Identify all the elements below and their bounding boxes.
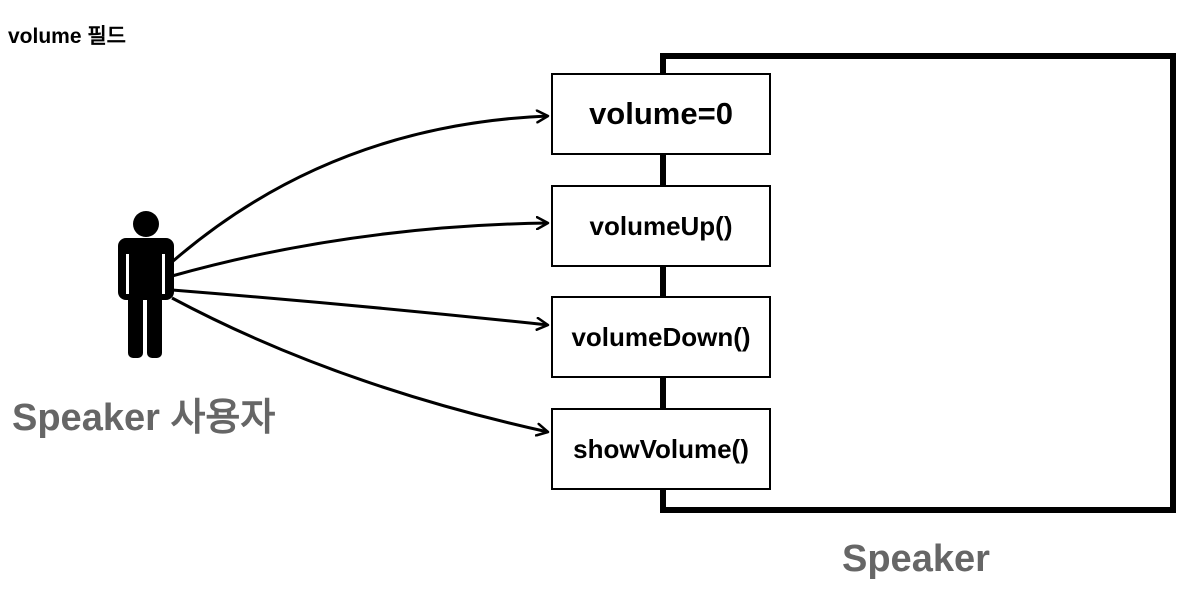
page-title: volume 필드: [8, 25, 126, 48]
arrow-to-volume-up: [171, 223, 548, 278]
arrow-to-show-volume: [171, 296, 548, 432]
member-volume-field: volume=0: [551, 73, 771, 155]
person-icon: [118, 211, 174, 358]
speaker-class-label: Speaker: [842, 538, 990, 580]
arrow-to-volume-field: [171, 116, 548, 264]
member-show-volume-method: showVolume(): [551, 408, 771, 490]
member-volume-down-method: volumeDown(): [551, 296, 771, 378]
member-volume-up-method: volumeUp(): [551, 185, 771, 267]
arrow-to-volume-down: [171, 288, 548, 325]
actor-label: Speaker 사용자: [12, 397, 276, 439]
